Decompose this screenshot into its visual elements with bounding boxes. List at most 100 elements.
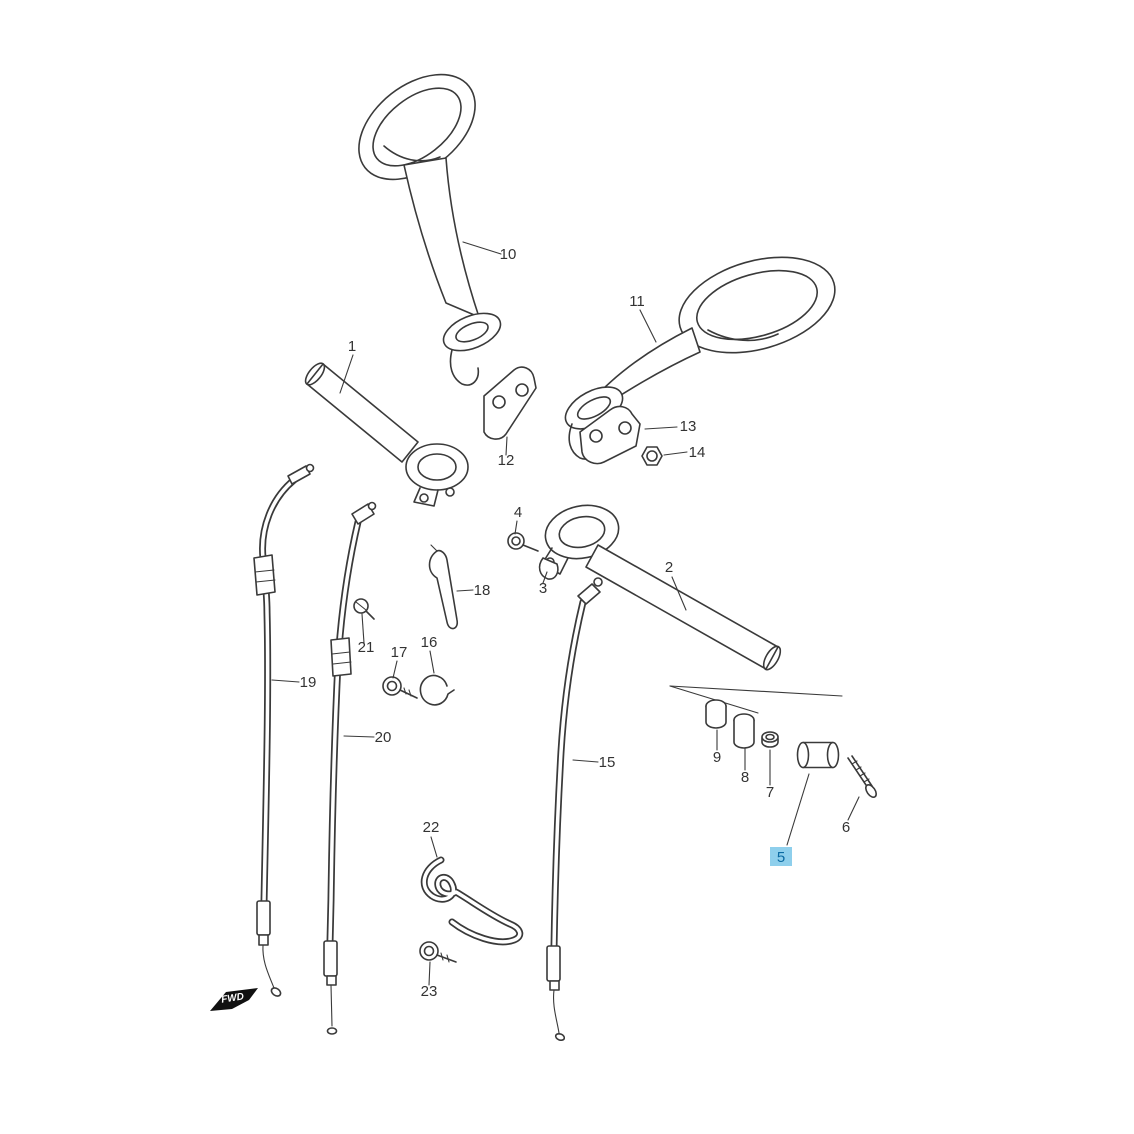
mirror-left xyxy=(358,73,502,386)
callouts: 1 2 3 4 5 6 7 8 9 10 11 12 13 14 15 16 1… xyxy=(300,246,851,1000)
handlebar-clamp-outer xyxy=(405,443,469,491)
leader-6 xyxy=(847,796,860,821)
bracket-plate xyxy=(483,366,537,440)
callout-21[interactable]: 21 xyxy=(358,639,375,656)
handlebar-left xyxy=(304,362,469,507)
leader-2 xyxy=(671,576,687,611)
callout-6[interactable]: 6 xyxy=(842,819,850,836)
fwd-arrow-label: FWD xyxy=(220,991,244,1005)
callout-14[interactable]: 14 xyxy=(689,444,706,461)
nut xyxy=(641,446,663,466)
callout-11[interactable]: 11 xyxy=(629,293,645,310)
callout-19[interactable]: 19 xyxy=(300,674,317,691)
callout-10[interactable]: 10 xyxy=(500,246,517,263)
cable-inner-wire xyxy=(553,989,560,1034)
cable-inner-wire xyxy=(330,984,333,1027)
bolt-threads xyxy=(403,687,412,697)
bolt-4 xyxy=(507,532,539,552)
cable-end-ferrule xyxy=(549,980,560,991)
callout-15[interactable]: 15 xyxy=(599,754,616,771)
callout-9[interactable]: 9 xyxy=(713,749,721,766)
handlebar-end-cap xyxy=(304,362,326,386)
guide-wire-core xyxy=(422,858,522,944)
bolt-23 xyxy=(419,941,457,963)
line-art xyxy=(253,73,877,1042)
bolt-shaft xyxy=(399,689,418,699)
leader-12 xyxy=(505,436,508,456)
cable-adjuster xyxy=(253,554,276,596)
weight-left-face xyxy=(796,741,810,769)
leader-13 xyxy=(644,426,678,430)
clutch-cable xyxy=(546,577,603,1042)
leader-15 xyxy=(572,759,599,763)
strap-hook xyxy=(430,544,438,552)
callout-13[interactable]: 13 xyxy=(680,418,697,435)
callout-4[interactable]: 4 xyxy=(514,504,522,521)
screw-threads xyxy=(851,760,870,783)
callout-5[interactable]: 5 xyxy=(777,849,785,866)
cable-adjuster-detail xyxy=(331,651,352,665)
bolt-shaft xyxy=(436,954,457,963)
callout-3[interactable]: 3 xyxy=(539,580,547,597)
clamp-16 xyxy=(419,674,455,706)
cable-end-ferrule xyxy=(258,934,269,946)
clamp-loop xyxy=(419,674,455,706)
bolt-shaft xyxy=(522,544,539,552)
screw-shaft xyxy=(365,610,375,620)
leader-1 xyxy=(339,354,354,394)
strap-body xyxy=(428,549,459,630)
handlebar-tube xyxy=(585,544,779,670)
callout-23[interactable]: 23 xyxy=(421,983,438,1000)
cable-end-nub xyxy=(270,987,282,997)
cable-end-fitting xyxy=(546,945,561,982)
handlebar-clamp-inner xyxy=(558,515,606,549)
mirror-boot xyxy=(449,349,480,386)
leader-20 xyxy=(343,735,375,738)
callout-12[interactable]: 12 xyxy=(498,452,515,469)
bolt-head xyxy=(382,676,402,696)
callout-22[interactable]: 22 xyxy=(423,819,440,836)
cable-end-fitting xyxy=(323,940,338,977)
cable-top-fitting xyxy=(287,465,311,485)
screw-21 xyxy=(353,598,375,620)
leader-18 xyxy=(456,589,474,592)
clamp-half xyxy=(538,557,559,580)
leader-4 xyxy=(514,520,518,535)
cable-end-nub xyxy=(326,1027,338,1035)
callout-18[interactable]: 18 xyxy=(474,582,491,599)
leader-23 xyxy=(428,961,431,986)
handlebar-tube xyxy=(306,363,419,463)
weight-right-face xyxy=(826,741,840,769)
fwd-arrow-shape xyxy=(210,988,258,1011)
mirror-right xyxy=(564,256,836,460)
cable-end-nub xyxy=(554,1032,566,1042)
mirror-bracket-left xyxy=(483,366,537,440)
leader-14 xyxy=(663,451,688,456)
handlebar-end-cap xyxy=(762,645,782,671)
callout-20[interactable]: 20 xyxy=(375,729,392,746)
bracket-hole xyxy=(589,429,603,443)
mirror-glass-detail xyxy=(707,329,779,342)
spacer-8 xyxy=(733,713,755,749)
callout-2[interactable]: 2 xyxy=(665,559,673,576)
callout-16[interactable]: 16 xyxy=(421,634,438,651)
callout-7[interactable]: 7 xyxy=(766,784,774,801)
handlebar-clamp-tab xyxy=(413,487,439,507)
callout-8[interactable]: 8 xyxy=(741,769,749,786)
leader-lines xyxy=(271,241,860,986)
cable-adjuster-detail xyxy=(254,569,276,583)
cable-adjuster xyxy=(330,637,352,677)
bolt-threads xyxy=(440,952,450,963)
clamp-bolt xyxy=(419,493,429,503)
washer-thickness xyxy=(761,737,779,748)
throttle-cable-1 xyxy=(253,463,315,997)
callout-1[interactable]: 1 xyxy=(348,338,356,355)
callout-17[interactable]: 17 xyxy=(391,644,408,661)
leader-5 xyxy=(786,773,810,846)
bolt-head-inner xyxy=(511,536,521,546)
screw-shaft xyxy=(847,755,873,789)
mirror-stalk xyxy=(403,157,480,318)
clamp-bolt xyxy=(445,487,455,497)
mirror-bracket-right xyxy=(579,405,641,465)
bracket-plate xyxy=(579,405,641,465)
